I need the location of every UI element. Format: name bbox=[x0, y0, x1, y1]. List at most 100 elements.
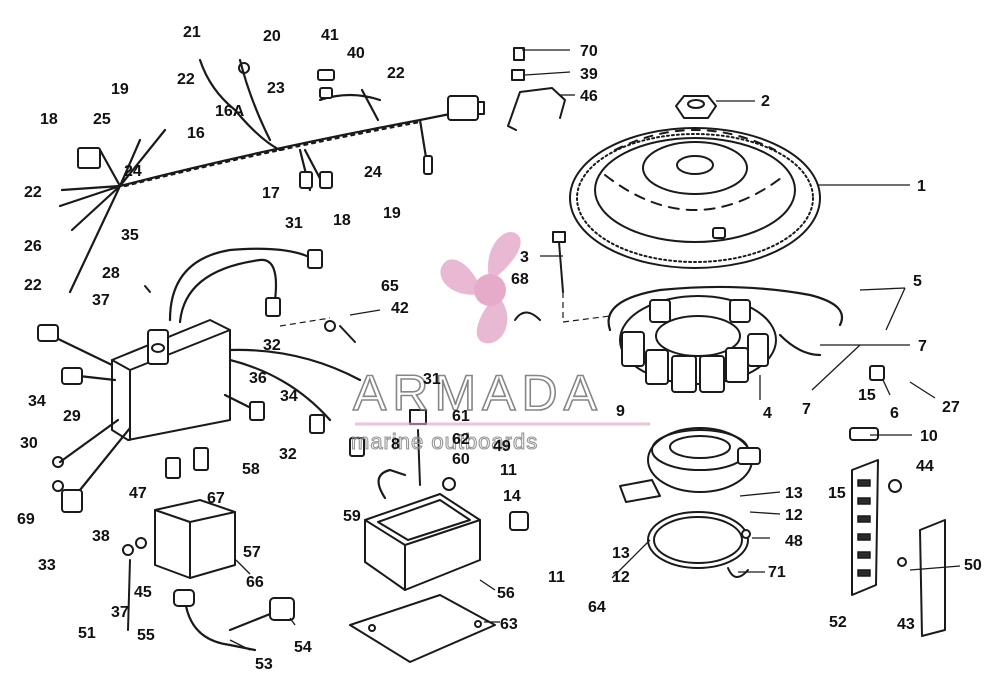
callout-42: 42 bbox=[391, 300, 409, 317]
callout-12a: 12 bbox=[785, 507, 803, 524]
callout-13b: 13 bbox=[612, 545, 630, 562]
callout-28: 28 bbox=[102, 265, 120, 282]
callout-22d: 22 bbox=[24, 277, 42, 294]
terminal-block bbox=[851, 459, 879, 596]
callout-60: 60 bbox=[452, 451, 470, 468]
callout-26: 26 bbox=[24, 238, 42, 255]
callout-16: 16 bbox=[187, 125, 205, 142]
callout-14: 14 bbox=[503, 488, 521, 505]
callout-71: 71 bbox=[768, 564, 786, 581]
callout-2: 2 bbox=[761, 93, 770, 110]
callout-46: 46 bbox=[580, 88, 598, 105]
callout-5: 5 bbox=[913, 273, 922, 290]
callout-59: 59 bbox=[343, 508, 361, 525]
watermark-brand: ARMADA bbox=[353, 365, 603, 421]
callout-56: 56 bbox=[497, 585, 515, 602]
callout-10: 10 bbox=[920, 428, 938, 445]
power-pack bbox=[37, 247, 365, 513]
callout-33: 33 bbox=[38, 557, 56, 574]
callout-58: 58 bbox=[242, 461, 260, 478]
callout-19a: 19 bbox=[111, 81, 129, 98]
callout-11a: 11 bbox=[500, 462, 517, 479]
callout-52: 52 bbox=[829, 614, 847, 631]
callout-18a: 18 bbox=[40, 111, 58, 128]
callout-11b: 11 bbox=[548, 569, 565, 586]
callout-40: 40 bbox=[347, 45, 365, 62]
callout-37b: 37 bbox=[111, 604, 129, 621]
callout-16a: 16A bbox=[215, 103, 245, 120]
callout-61: 61 bbox=[452, 408, 470, 425]
callout-9: 9 bbox=[616, 403, 625, 420]
callout-19b: 19 bbox=[383, 205, 401, 222]
callout-7a: 7 bbox=[918, 338, 927, 355]
retaining-ring bbox=[647, 511, 749, 569]
callout-22b: 22 bbox=[24, 184, 42, 201]
callout-47: 47 bbox=[129, 485, 147, 502]
callout-35: 35 bbox=[121, 227, 139, 244]
callout-63: 63 bbox=[500, 616, 518, 633]
callout-27: 27 bbox=[942, 399, 960, 416]
ignition-coil bbox=[154, 447, 236, 579]
callout-48: 48 bbox=[785, 533, 803, 550]
stator-screw bbox=[552, 231, 611, 323]
stator bbox=[607, 285, 843, 393]
callout-44: 44 bbox=[916, 458, 934, 475]
callout-25: 25 bbox=[93, 111, 111, 128]
callout-34a: 34 bbox=[28, 393, 46, 410]
callout-31b: 31 bbox=[423, 371, 441, 388]
flywheel-nut bbox=[675, 95, 717, 119]
terminal-cover bbox=[919, 519, 946, 637]
wiring-harness bbox=[58, 58, 485, 294]
callout-51: 51 bbox=[78, 625, 96, 642]
callout-22a: 22 bbox=[177, 71, 195, 88]
callout-70: 70 bbox=[580, 43, 598, 60]
callout-21: 21 bbox=[183, 24, 201, 41]
callout-32b: 32 bbox=[279, 446, 297, 463]
callout-67: 67 bbox=[207, 490, 225, 507]
callout-53: 53 bbox=[255, 656, 273, 673]
callout-45: 45 bbox=[134, 584, 152, 601]
callout-13a: 13 bbox=[785, 485, 803, 502]
callout-54: 54 bbox=[294, 639, 312, 656]
callout-68: 68 bbox=[511, 271, 529, 288]
callout-43: 43 bbox=[897, 616, 915, 633]
callout-24a: 24 bbox=[124, 163, 142, 180]
callout-1: 1 bbox=[917, 178, 926, 195]
callout-55: 55 bbox=[137, 627, 155, 644]
callout-30: 30 bbox=[20, 435, 38, 452]
callout-6: 6 bbox=[890, 405, 899, 422]
callout-17: 17 bbox=[262, 185, 280, 202]
callout-57: 57 bbox=[243, 544, 261, 561]
callout-7b: 7 bbox=[802, 401, 811, 418]
callout-64: 64 bbox=[588, 599, 606, 616]
callout-32a: 32 bbox=[263, 337, 281, 354]
small-hardware bbox=[52, 285, 907, 578]
callout-15a: 15 bbox=[858, 387, 876, 404]
callout-34b: 34 bbox=[280, 388, 298, 405]
callout-23: 23 bbox=[267, 80, 285, 97]
callout-49: 49 bbox=[493, 438, 511, 455]
callout-22c: 22 bbox=[387, 65, 405, 82]
callout-41: 41 bbox=[321, 27, 339, 44]
callout-31a: 31 bbox=[285, 215, 303, 232]
propeller-icon bbox=[440, 232, 521, 344]
callout-24b: 24 bbox=[364, 164, 382, 181]
callout-39: 39 bbox=[580, 66, 598, 83]
flywheel bbox=[569, 127, 821, 269]
callout-labels: 1 2 3 4 5 6 7 7 8 9 10 11 11 12 12 13 13… bbox=[17, 24, 982, 673]
callout-29: 29 bbox=[63, 408, 81, 425]
spark-plug-leads bbox=[127, 559, 295, 652]
callout-4: 4 bbox=[763, 405, 772, 422]
watermark: ARMADA marine outboards bbox=[350, 232, 650, 455]
callout-20: 20 bbox=[263, 28, 281, 45]
callout-3: 3 bbox=[520, 249, 529, 266]
callout-15b: 15 bbox=[828, 485, 846, 502]
callout-65: 65 bbox=[381, 278, 399, 295]
callout-36: 36 bbox=[249, 370, 267, 387]
gasket bbox=[349, 594, 496, 663]
callout-37a: 37 bbox=[92, 292, 110, 309]
timer-base bbox=[619, 427, 761, 503]
callout-38: 38 bbox=[92, 528, 110, 545]
bracket bbox=[507, 47, 566, 131]
